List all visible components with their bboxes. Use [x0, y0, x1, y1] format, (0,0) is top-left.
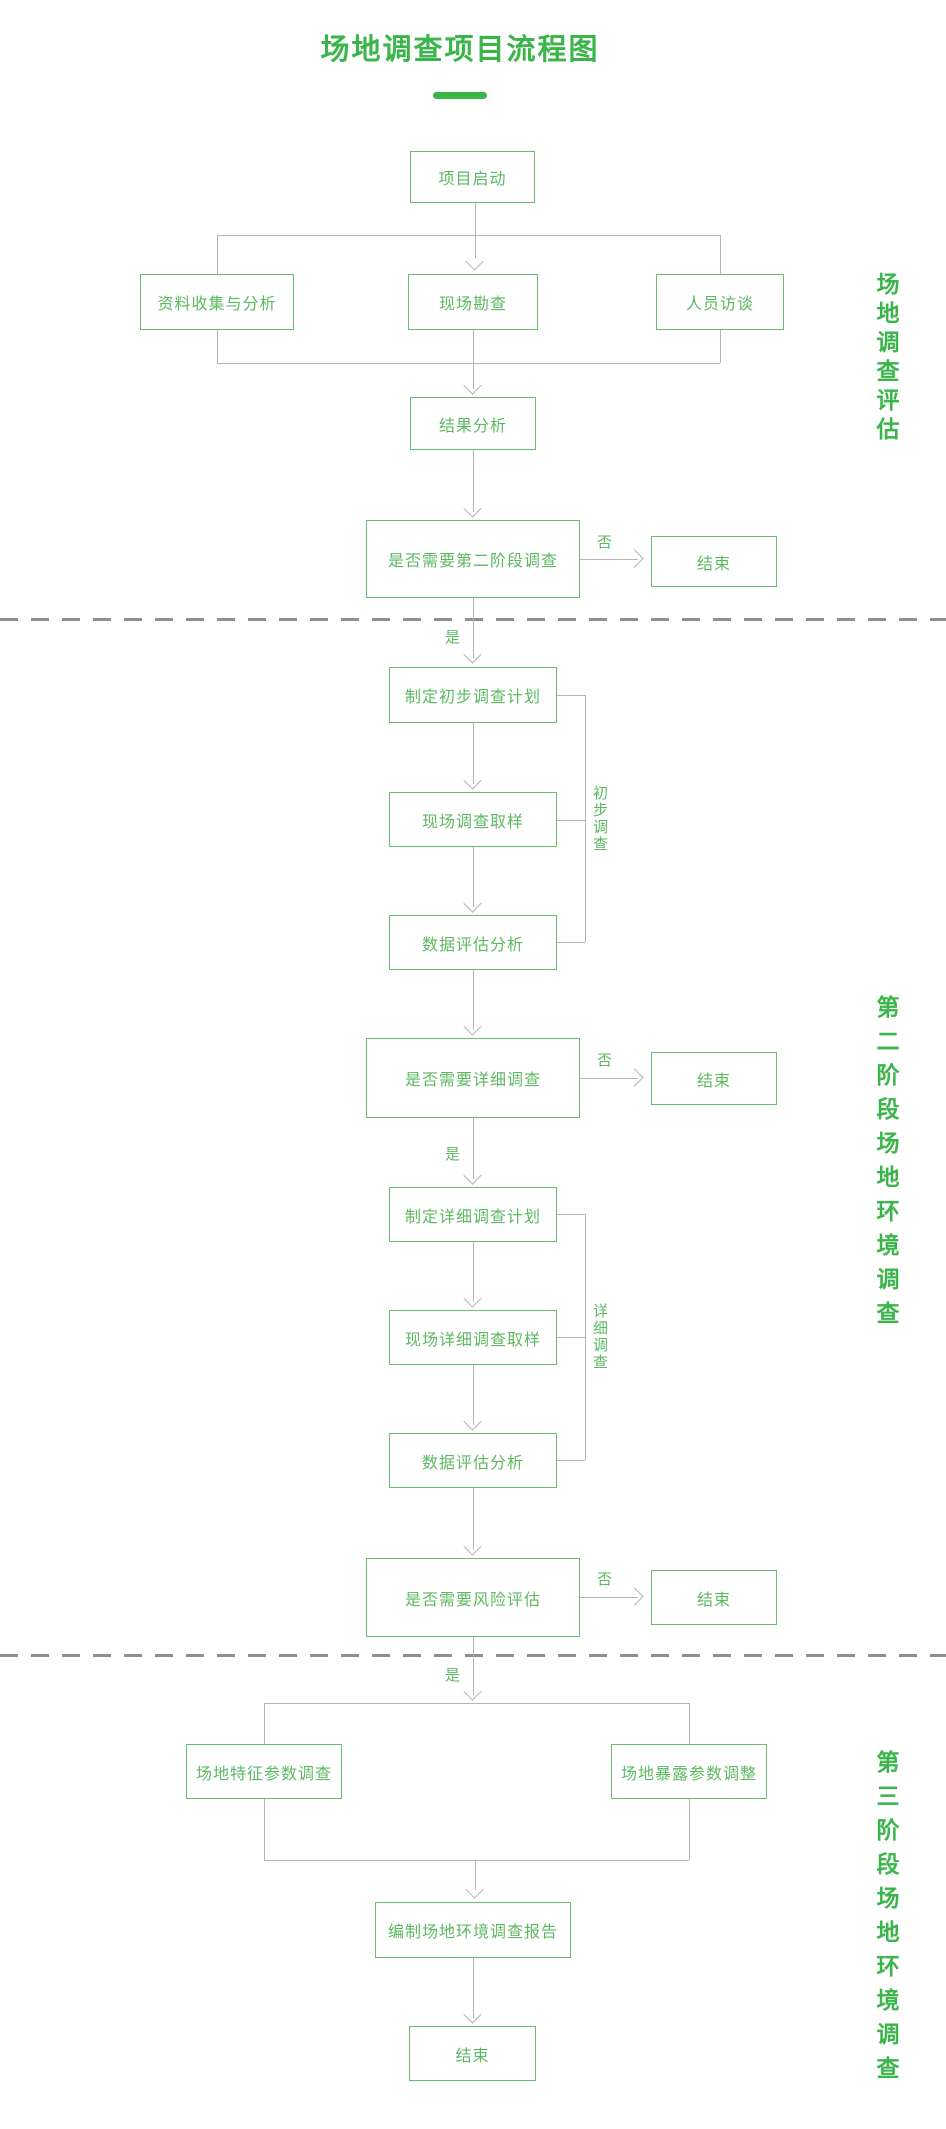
arrowhead-down-icon [463, 771, 482, 790]
arrowhead-down-icon [463, 1017, 482, 1036]
phase-label-assessment: 场地调查评估 [873, 272, 899, 446]
node-param-adjust: 场地暴露参数调整 [611, 1744, 767, 1799]
bracket-line [585, 1214, 586, 1460]
connector-line [473, 1118, 474, 1179]
arrowhead-down-icon [463, 1289, 482, 1308]
connector-line [689, 1703, 690, 1744]
connector-line [264, 1703, 265, 1744]
connector-line [473, 1488, 474, 1550]
group-label-detail: 详细调查 [591, 1303, 608, 1371]
arrowhead-down-icon [463, 1537, 482, 1556]
bracket-line [557, 1214, 585, 1215]
node-decision-detail: 是否需要详细调查 [366, 1038, 580, 1118]
node-end-final: 结束 [409, 2026, 536, 2081]
node-plan-detail: 制定详细调查计划 [389, 1187, 557, 1242]
node-data-collection: 资料收集与分析 [140, 274, 294, 330]
connector-line [473, 970, 474, 1030]
node-plan-preliminary: 制定初步调查计划 [389, 667, 557, 723]
bracket-line [557, 942, 585, 943]
connector-line [580, 1597, 638, 1598]
label-yes: 是 [445, 629, 462, 646]
arrowhead-down-icon [463, 499, 482, 518]
node-report: 编制场地环境调查报告 [375, 1902, 571, 1958]
connector-line [473, 1637, 474, 1695]
arrowhead-down-icon [463, 1682, 482, 1701]
bracket-line [557, 695, 585, 696]
branch-line [217, 235, 720, 236]
connector-line [473, 1242, 474, 1302]
connector-line [473, 847, 474, 907]
node-end-2: 结束 [651, 1052, 777, 1105]
phase-label-stage2: 第二阶段场地环境调查 [873, 995, 899, 1335]
bracket-line [557, 820, 585, 821]
bracket-line [557, 1460, 585, 1461]
label-yes: 是 [445, 1667, 462, 1684]
node-result-analysis: 结果分析 [410, 397, 536, 450]
node-sampling-detail: 现场详细调查取样 [389, 1310, 557, 1365]
branch-line [264, 1703, 689, 1704]
connector-line [473, 723, 474, 784]
arrowhead-down-icon [463, 2005, 482, 2024]
node-data-eval-2: 数据评估分析 [389, 1433, 557, 1488]
connector-line [580, 559, 638, 560]
node-decision-phase2: 是否需要第二阶段调查 [366, 520, 580, 598]
arrowhead-down-icon [463, 894, 482, 913]
connector-line [475, 1860, 476, 1890]
connector-line [264, 1799, 265, 1860]
bracket-line [585, 695, 586, 942]
connector-line [473, 1958, 474, 2018]
label-no: 否 [597, 1571, 614, 1588]
title-underline [433, 92, 487, 99]
merge-line [217, 363, 720, 364]
arrowhead-down-icon [463, 645, 482, 664]
page-title: 场地调查项目流程图 [320, 34, 600, 66]
connector-line [473, 330, 474, 363]
connector-line [689, 1799, 690, 1860]
label-no: 否 [597, 1052, 614, 1069]
connector-line [580, 1078, 638, 1079]
bracket-line [557, 1337, 585, 1338]
node-decision-risk: 是否需要风险评估 [366, 1558, 580, 1637]
label-yes: 是 [445, 1146, 462, 1163]
connector-line [473, 363, 474, 389]
arrowhead-down-icon [463, 1166, 482, 1185]
arrowhead-down-icon [465, 1880, 484, 1899]
connector-line [217, 235, 218, 274]
node-project-start: 项目启动 [410, 151, 535, 203]
connector-line [475, 203, 476, 258]
node-site-survey: 现场勘查 [408, 274, 538, 330]
merge-line [264, 1860, 689, 1861]
phase-label-stage3: 第三阶段场地环境调查 [873, 1750, 899, 2090]
label-no: 否 [597, 534, 614, 551]
arrowhead-down-icon [465, 252, 484, 271]
connector-line [217, 330, 218, 363]
connector-line [720, 235, 721, 274]
node-param-survey: 场地特征参数调查 [186, 1744, 342, 1799]
arrowhead-right-icon [625, 549, 644, 568]
connector-line [473, 450, 474, 512]
arrowhead-down-icon [463, 376, 482, 395]
arrowhead-right-icon [625, 1587, 644, 1606]
arrowhead-right-icon [625, 1068, 644, 1087]
connector-line [473, 1365, 474, 1425]
node-end-3: 结束 [651, 1570, 777, 1625]
arrowhead-down-icon [463, 1412, 482, 1431]
node-data-eval-1: 数据评估分析 [389, 915, 557, 970]
group-label-preliminary: 初步调查 [591, 785, 608, 853]
node-end-1: 结束 [651, 536, 777, 587]
connector-line [473, 598, 474, 658]
node-sampling-preliminary: 现场调查取样 [389, 792, 557, 847]
node-personnel-interview: 人员访谈 [656, 274, 784, 330]
connector-line [720, 330, 721, 363]
